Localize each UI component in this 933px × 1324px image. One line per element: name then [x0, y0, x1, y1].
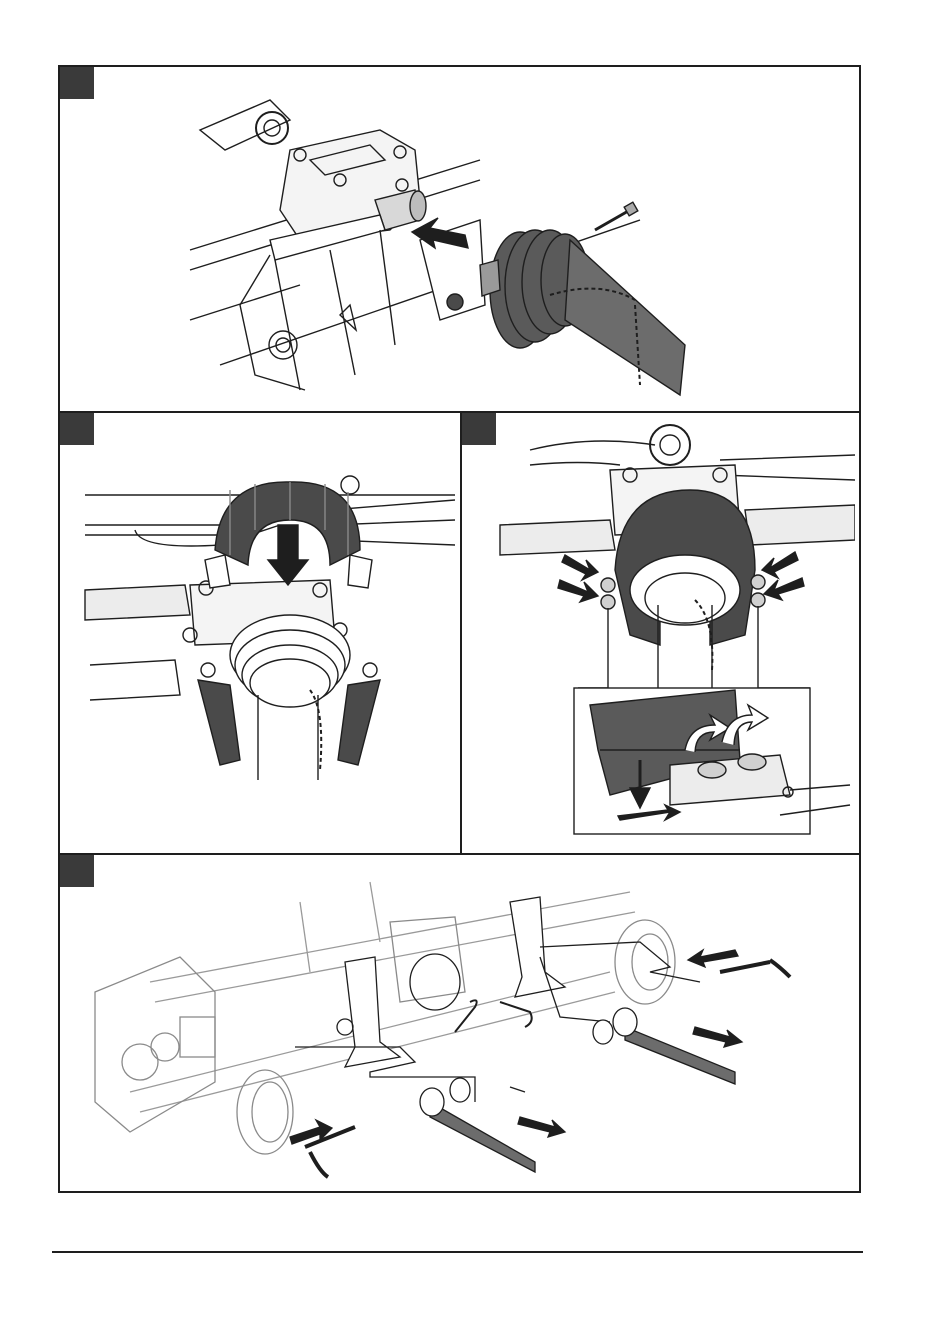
divider-row2	[58, 853, 861, 855]
step-tab-2	[60, 413, 94, 445]
illustration-hitch-assembly	[70, 862, 855, 1187]
step-tab-1	[60, 67, 94, 99]
illustration-pto-connection	[180, 90, 700, 405]
divider-mid	[460, 411, 462, 853]
illustration-shield-bolts	[490, 420, 855, 840]
illustration-shield-lowering	[80, 470, 455, 780]
footer-rule	[52, 1251, 863, 1253]
